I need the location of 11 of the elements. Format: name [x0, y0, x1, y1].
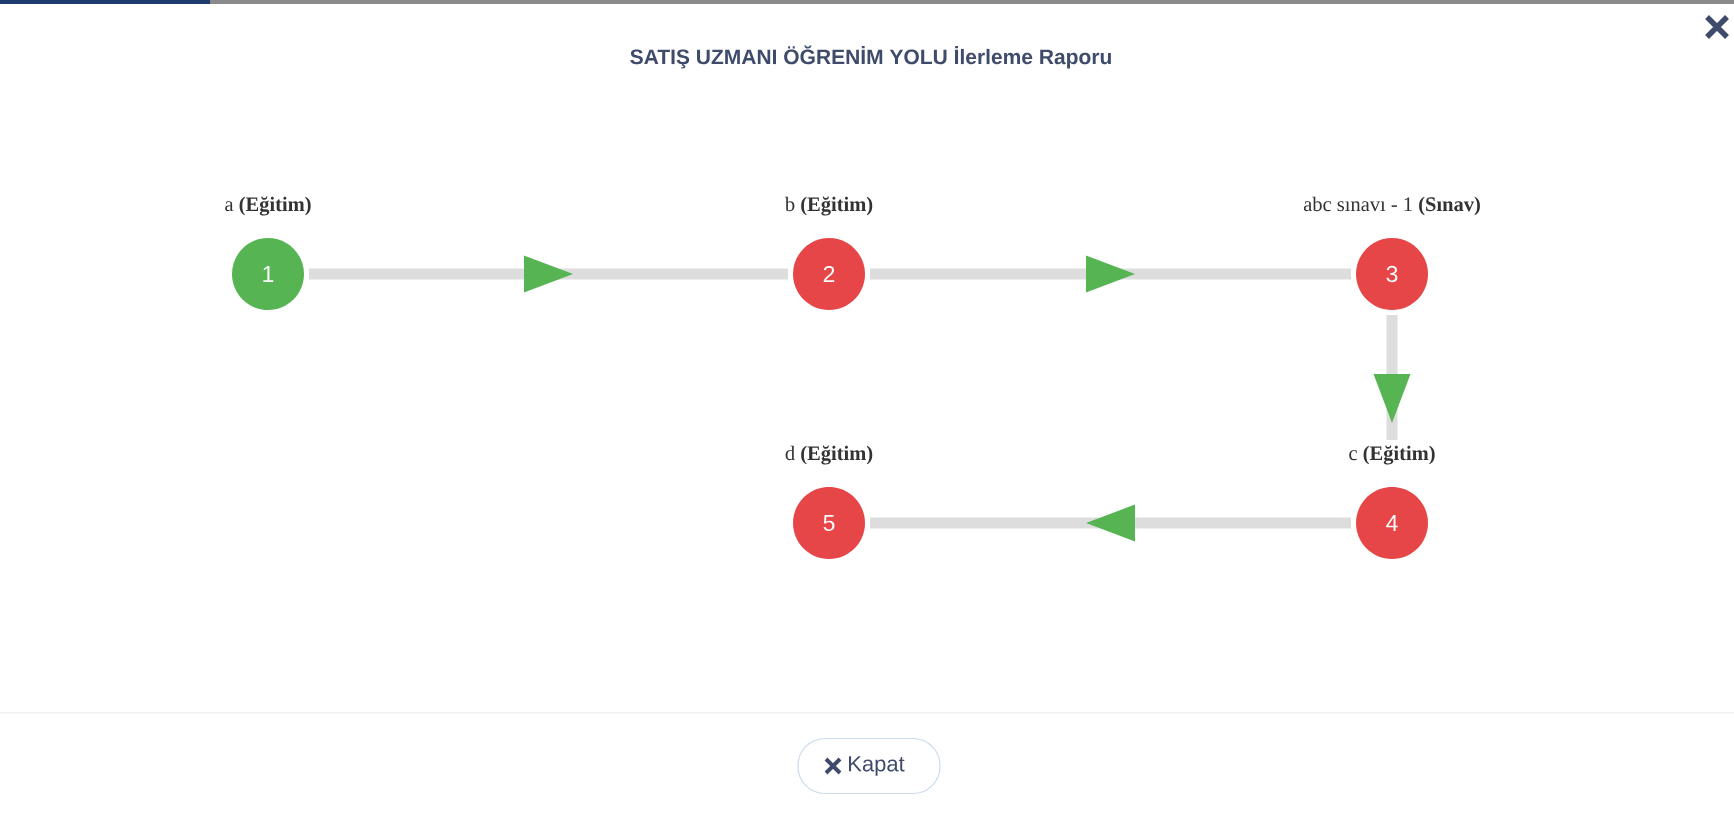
step-label: d (Eğitim): [785, 445, 873, 465]
title: SATIŞ UZMANI ÖĞRENİM YOLU İlerleme Raporu: [630, 45, 1111, 69]
arrow: [309, 255, 788, 293]
arrow: [1373, 315, 1411, 440]
step-label: abc sınavı - 1 (Sınav): [1303, 196, 1480, 216]
step-label: c (Eğitim): [1349, 445, 1435, 465]
close-button: Kapat: [797, 737, 941, 795]
step-label: a (Eğitim): [225, 196, 311, 216]
step-label: b (Eğitim): [784, 196, 873, 216]
arrow: [870, 255, 1351, 293]
arrow: [870, 504, 1351, 542]
